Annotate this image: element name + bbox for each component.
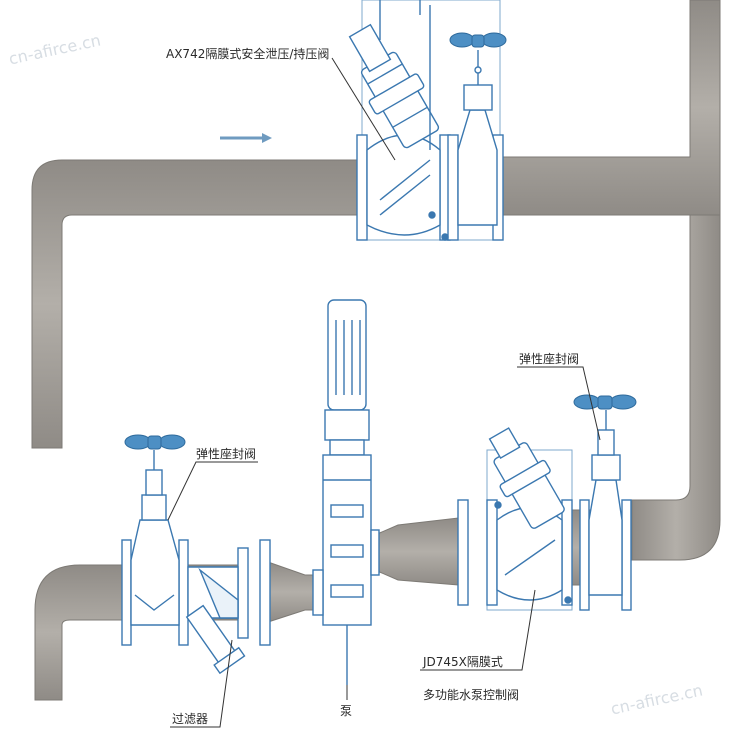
leader-top-valve (331, 57, 396, 161)
pump-control-valve (457, 427, 573, 611)
label-top-valve: AX742隔膜式安全泄压/持压阀 (166, 47, 330, 61)
pipe-right-riser (631, 214, 721, 561)
label-pump: 泵 (340, 704, 353, 718)
pipe-top-left (31, 159, 363, 449)
right-gate-valve-handwheel (573, 394, 637, 410)
right-gate-valve (579, 410, 632, 611)
pipe-bottom-inlet (34, 564, 126, 701)
left-gate-valve (121, 450, 189, 646)
label-pump-control-valve-2: 多功能水泵控制阀 (423, 688, 520, 702)
label-gate-valve-left: 弹性座封阀 (196, 447, 257, 461)
pipe-reducer-outlet (374, 517, 459, 586)
pipe-top-right (499, 0, 721, 216)
pipe-reducer-inlet (267, 561, 316, 623)
pump (312, 299, 380, 685)
label-gate-valve-right: 弹性座封阀 (519, 352, 580, 366)
flow-arrow (220, 133, 272, 143)
label-filter: 过滤器 (172, 712, 209, 726)
y-strainer (185, 539, 271, 675)
leader-lines (167, 366, 601, 728)
top-valve-group (348, 0, 504, 241)
top-gate-valve-handwheel (449, 32, 507, 48)
label-pump-control-valve-1: JD745X隔膜式 (423, 655, 503, 669)
left-gate-valve-handwheel (124, 434, 186, 450)
